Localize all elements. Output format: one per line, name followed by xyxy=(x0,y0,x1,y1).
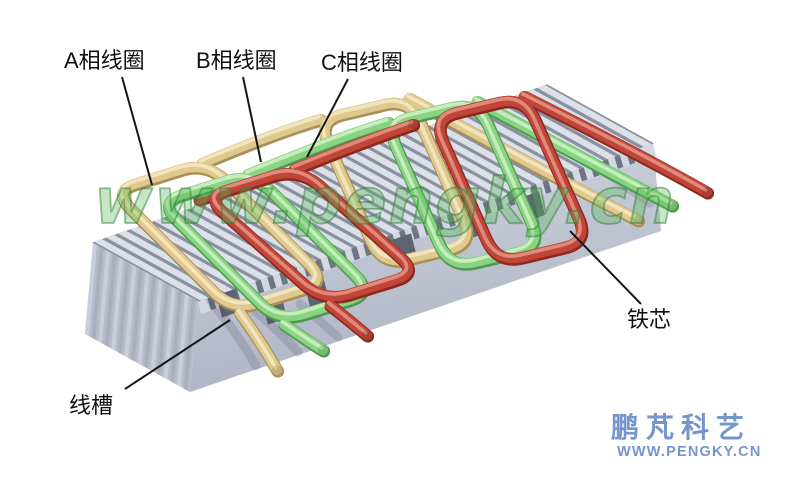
leader-phase-a xyxy=(121,76,153,186)
leader-iron-core xyxy=(569,230,642,305)
pengky-logo: 鹏芃科艺 WWW.PENGKY.CN xyxy=(611,412,762,460)
label-phase-b: B相线圈 xyxy=(196,48,277,73)
logo-site-text: WWW.PENGKY.CN xyxy=(617,444,762,460)
label-phase-c: C相线圈 xyxy=(321,50,403,75)
core-left-face xyxy=(85,243,198,392)
coil-end-caps xyxy=(194,119,712,375)
label-wire-slot: 线槽 xyxy=(69,393,113,418)
leader-wire-slot xyxy=(124,319,231,390)
leader-lines xyxy=(121,76,642,390)
label-phase-a: A相线圈 xyxy=(64,48,145,73)
leader-phase-c xyxy=(306,78,349,158)
watermark-text: www.pengky.cn xyxy=(94,165,676,238)
label-iron-core: 铁芯 xyxy=(627,307,671,332)
leader-phase-b xyxy=(242,76,262,163)
logo-name-text: 鹏芃科艺 xyxy=(611,412,751,443)
